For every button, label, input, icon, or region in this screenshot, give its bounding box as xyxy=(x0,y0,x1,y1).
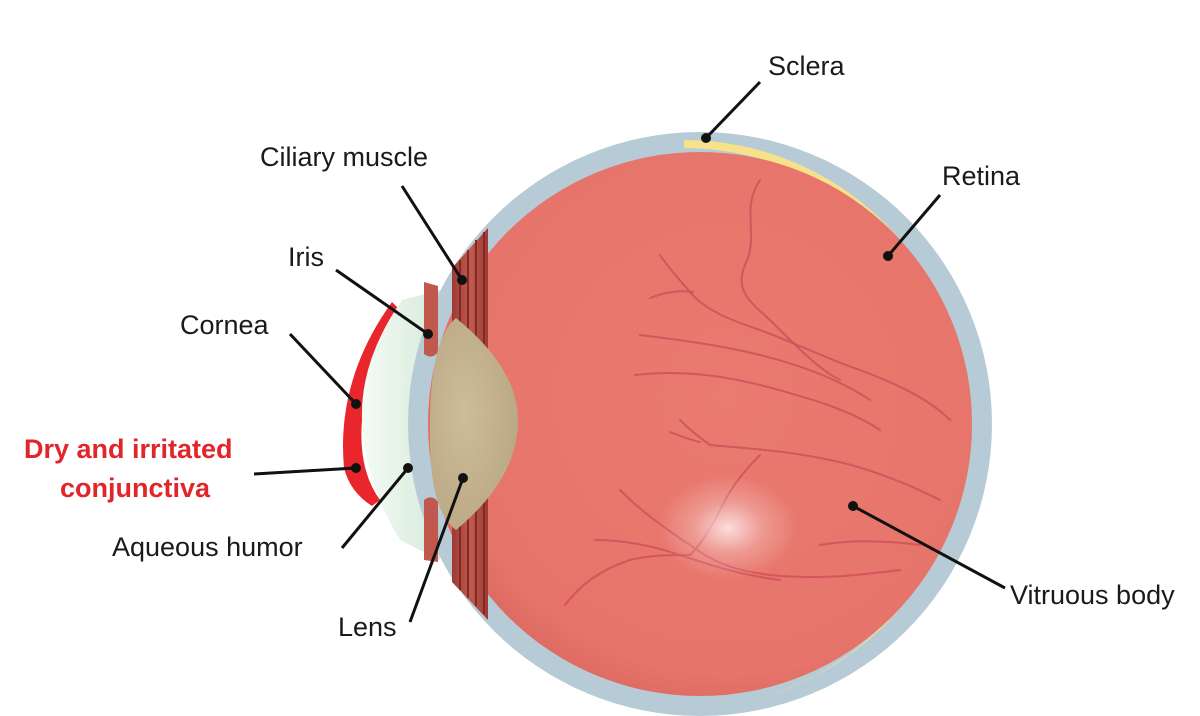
label-aqueous-humor: Aqueous humor xyxy=(112,532,303,562)
iris-lower-shape xyxy=(424,497,438,562)
label-iris: Iris xyxy=(288,242,324,272)
leader-lines xyxy=(253,80,1006,623)
label-sclera: Sclera xyxy=(768,51,846,81)
label-cornea: Cornea xyxy=(180,310,270,340)
lens-shape xyxy=(429,318,519,530)
macula-glow xyxy=(658,476,798,580)
label-ciliary-muscle: Ciliary muscle xyxy=(260,142,428,172)
iris-upper-shape xyxy=(424,282,438,357)
label-lens: Lens xyxy=(338,612,397,642)
label-vitreous-body: Vitruous body xyxy=(1010,580,1175,610)
label-conjunctiva-line2: conjunctiva xyxy=(60,473,211,503)
vitreous-body-shape xyxy=(428,152,972,696)
label-retina: Retina xyxy=(942,161,1021,191)
conjunctiva-shape xyxy=(343,302,400,506)
label-conjunctiva-line1: Dry and irritated xyxy=(24,434,233,464)
